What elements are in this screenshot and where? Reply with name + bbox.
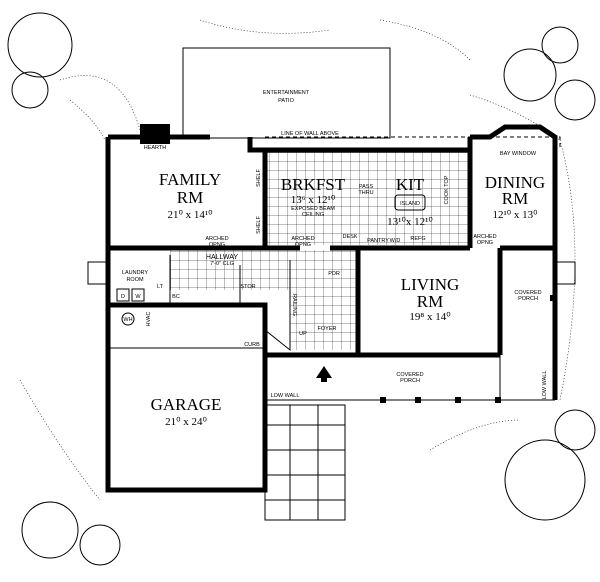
laundry-label: LAUNDRY (122, 270, 149, 276)
hallway-ceiling: 7'-0" CLG (210, 261, 234, 267)
desk-label: DESK (343, 234, 358, 240)
arched-opening-label: ARCHED (205, 236, 228, 242)
garage-name: GARAGE (151, 395, 222, 414)
breakfast-dims: 13⁶ x 12¹⁰ (291, 194, 336, 206)
dining-room-name: DINING (485, 173, 545, 192)
water-heater-label: WH (123, 317, 132, 323)
low-wall-label-2: LOW WALL (542, 371, 548, 400)
dining-room-dims: 12¹⁰ x 13⁰ (492, 209, 538, 221)
powder-room-label: PDR (328, 271, 340, 277)
arched-opening-label-b2: OPNG (295, 242, 311, 248)
entertainment-patio (182, 47, 391, 139)
living-room-name-2: RM (417, 292, 443, 311)
low-wall-label: LOW WALL (271, 393, 300, 399)
washer-label: W (135, 294, 141, 300)
broom-closet-label: BC (172, 294, 180, 300)
kitchen-name: KIT (396, 175, 425, 194)
side-porch-label: COVERED (514, 290, 541, 296)
arched-opening-label-c: ARCHED (473, 234, 496, 240)
landscaping (7, 12, 596, 566)
walls (105, 124, 558, 493)
curb-label: CURB (244, 342, 260, 348)
bay-window-label: BAY WINDOW (500, 151, 537, 157)
family-room-dims: 21⁰ x 14¹⁰ (167, 209, 213, 221)
pantry-label: PANTRY (367, 238, 389, 244)
arched-opening-label-2: OPNG (209, 242, 225, 248)
cooktop-label: COOK TOP (444, 175, 450, 204)
side-porch-label-2: PORCH (518, 296, 538, 302)
dryer-label: D (121, 294, 125, 300)
hearth-label-2: HEARTH (144, 145, 167, 151)
kitchen-dims: 13¹⁰x 12¹⁰ (387, 216, 433, 228)
line-of-wall-above (265, 136, 561, 150)
dining-room-name-2: RM (502, 189, 528, 208)
breakfast-name: BRKFST (281, 175, 346, 194)
beam-note-2: CEILING (302, 212, 324, 218)
garage-dims: 21⁰ x 24⁰ (165, 416, 207, 428)
stairs-up-label: UP (299, 331, 307, 337)
fireplace (140, 124, 170, 144)
laundry-label-2: ROOM (126, 277, 144, 283)
hearth-label: RAISED (145, 139, 166, 145)
pass-thru-label: PASS (359, 184, 374, 190)
island-label: ISLAND (400, 201, 420, 207)
wd-label: W/D (390, 238, 401, 244)
shelf-label: SHELF (256, 168, 262, 186)
living-room-dims: 19⁸ x 14⁰ (409, 311, 451, 323)
railing-label: RAILING (291, 294, 297, 316)
patio-label-2: PATIO (278, 98, 294, 104)
hallway-label: HALLWAY (206, 254, 238, 261)
arched-opening-label-b: ARCHED (291, 236, 314, 242)
laundry-tub-label: LT (157, 284, 164, 290)
front-walk (264, 404, 346, 521)
porch-columns (380, 295, 556, 403)
family-room-name: FAMILY (159, 170, 221, 189)
line-of-wall-label: LINE OF WALL ABOVE (281, 131, 339, 137)
front-porch-label-2: PORCH (400, 378, 420, 384)
hvac-label: HVAC (146, 312, 152, 327)
storage-label: STOR (240, 284, 255, 290)
arched-opening-label-c2: OPNG (477, 240, 493, 246)
kitchen-island (394, 194, 426, 211)
patio-label: ENTERTAINMENT (263, 90, 310, 96)
pass-thru-label-2: THRU (358, 190, 373, 196)
front-porch-label: COVERED (396, 372, 423, 378)
refrigerator-label: REFG (410, 236, 425, 242)
living-room-name: LIVING (401, 275, 460, 294)
foyer-label: FOYER (318, 326, 337, 332)
shelf-label-2: SHELF (256, 215, 262, 233)
family-room-name-2: RM (177, 188, 203, 207)
beam-note: EXPOSED BEAM (291, 206, 335, 212)
entry-arrow-icon (316, 366, 332, 382)
